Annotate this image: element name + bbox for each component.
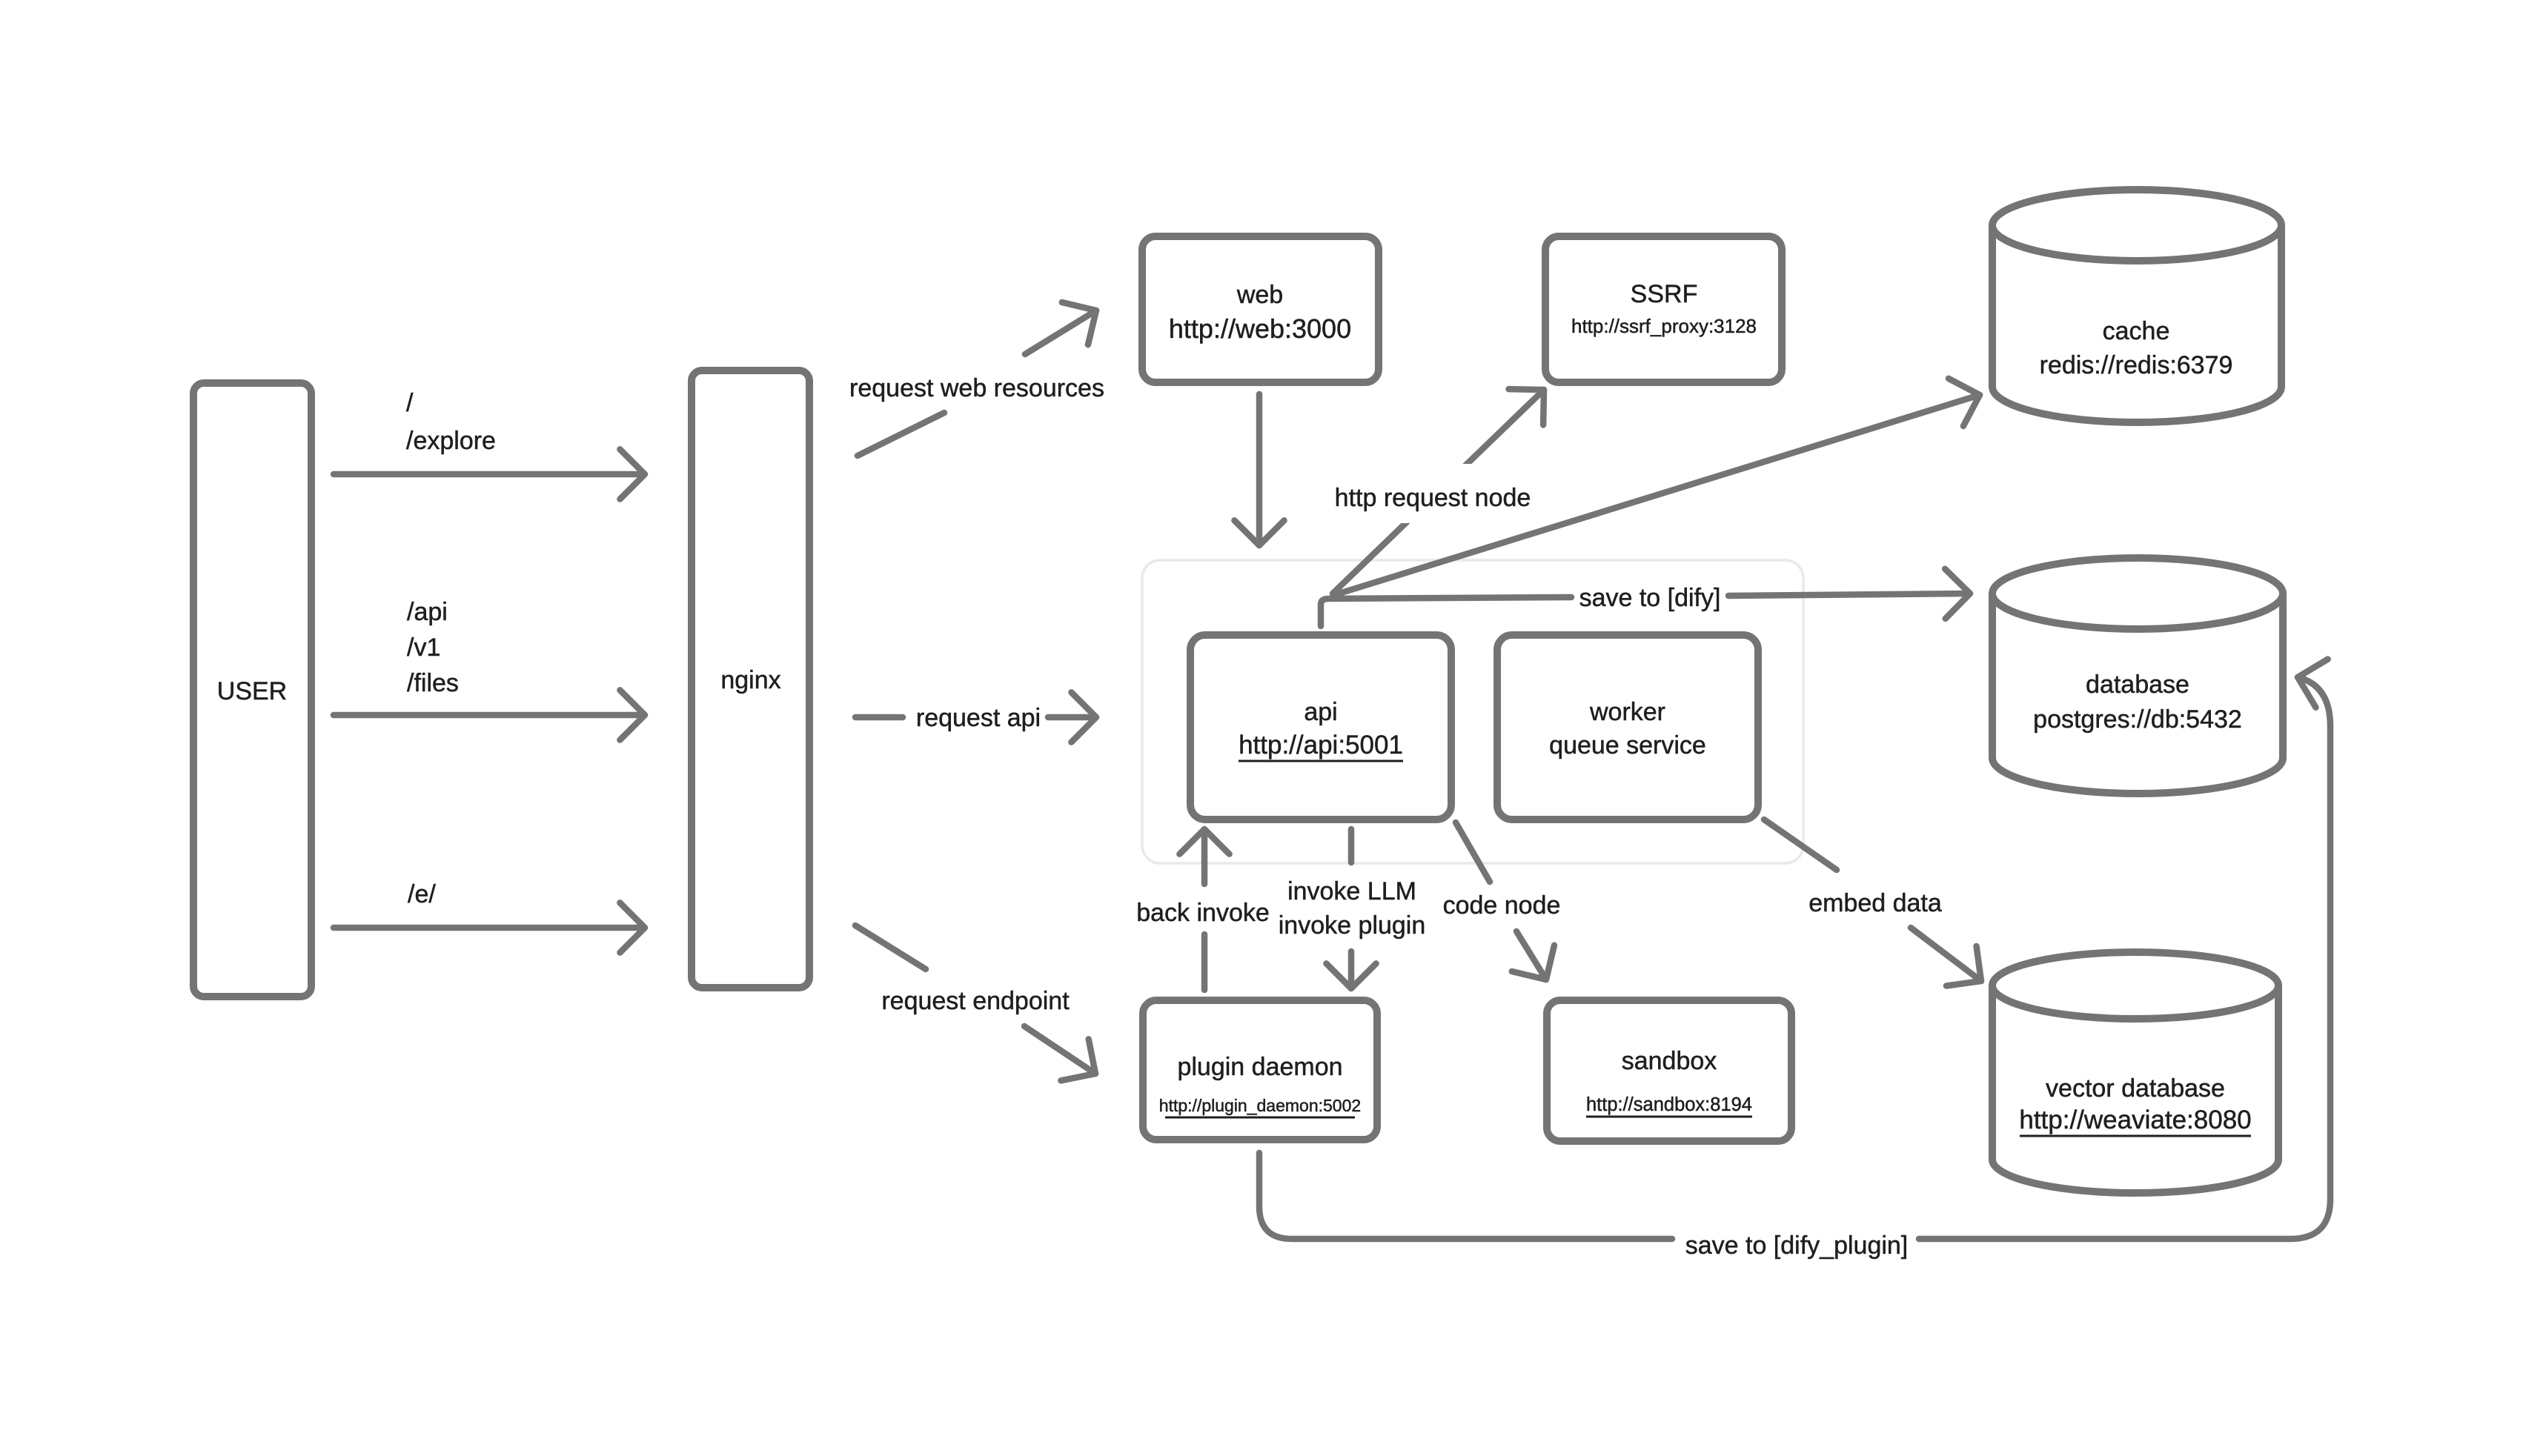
svg-text:cache: cache: [2103, 317, 2170, 345]
svg-text:/api: /api: [407, 598, 448, 626]
svg-text:invoke LLM: invoke LLM: [1287, 877, 1416, 905]
svg-text:request web resources: request web resources: [849, 374, 1104, 402]
svg-text:http://weaviate:8080: http://weaviate:8080: [2019, 1106, 2251, 1134]
svg-text:http://ssrf_proxy:3128: http://ssrf_proxy:3128: [1571, 315, 1757, 337]
svg-text:database: database: [2086, 671, 2189, 699]
svg-text:http://sandbox:8194: http://sandbox:8194: [1586, 1094, 1752, 1115]
svg-text:USER: USER: [217, 677, 287, 705]
svg-text:embed data: embed data: [1808, 889, 1942, 917]
svg-text:request endpoint: request endpoint: [881, 987, 1070, 1015]
svg-text:save to [dify]: save to [dify]: [1579, 584, 1721, 612]
svg-text:postgres://db:5432: postgres://db:5432: [2033, 705, 2242, 734]
svg-text:vector database: vector database: [2046, 1074, 2225, 1103]
svg-text:http://plugin_daemon:5002: http://plugin_daemon:5002: [1159, 1096, 1361, 1115]
svg-text:plugin daemon: plugin daemon: [1177, 1053, 1342, 1081]
svg-text:SSRF: SSRF: [1631, 280, 1698, 308]
svg-text:http://web:3000: http://web:3000: [1169, 313, 1351, 344]
svg-text:queue service: queue service: [1549, 731, 1706, 759]
svg-text:invoke plugin: invoke plugin: [1279, 911, 1425, 940]
svg-text:/: /: [406, 389, 414, 417]
svg-text:web: web: [1236, 281, 1283, 309]
svg-text:nginx: nginx: [720, 666, 780, 694]
svg-text:/explore: /explore: [406, 427, 496, 455]
svg-text:http://api:5001: http://api:5001: [1239, 731, 1403, 759]
svg-text:/files: /files: [407, 669, 459, 697]
svg-text:sandbox: sandbox: [1622, 1047, 1717, 1075]
svg-text:code node: code node: [1443, 891, 1561, 920]
svg-text:/v1: /v1: [407, 634, 440, 662]
svg-text:save to [dify_plugin]: save to [dify_plugin]: [1685, 1231, 1909, 1260]
svg-text:back invoke: back invoke: [1136, 899, 1270, 927]
svg-text:/e/: /e/: [408, 880, 436, 908]
svg-text:http request node: http request node: [1335, 484, 1531, 512]
svg-text:request api: request api: [916, 704, 1041, 732]
svg-text:api: api: [1304, 698, 1337, 726]
svg-text:redis://redis:6379: redis://redis:6379: [2040, 351, 2233, 379]
svg-text:worker: worker: [1589, 698, 1665, 726]
